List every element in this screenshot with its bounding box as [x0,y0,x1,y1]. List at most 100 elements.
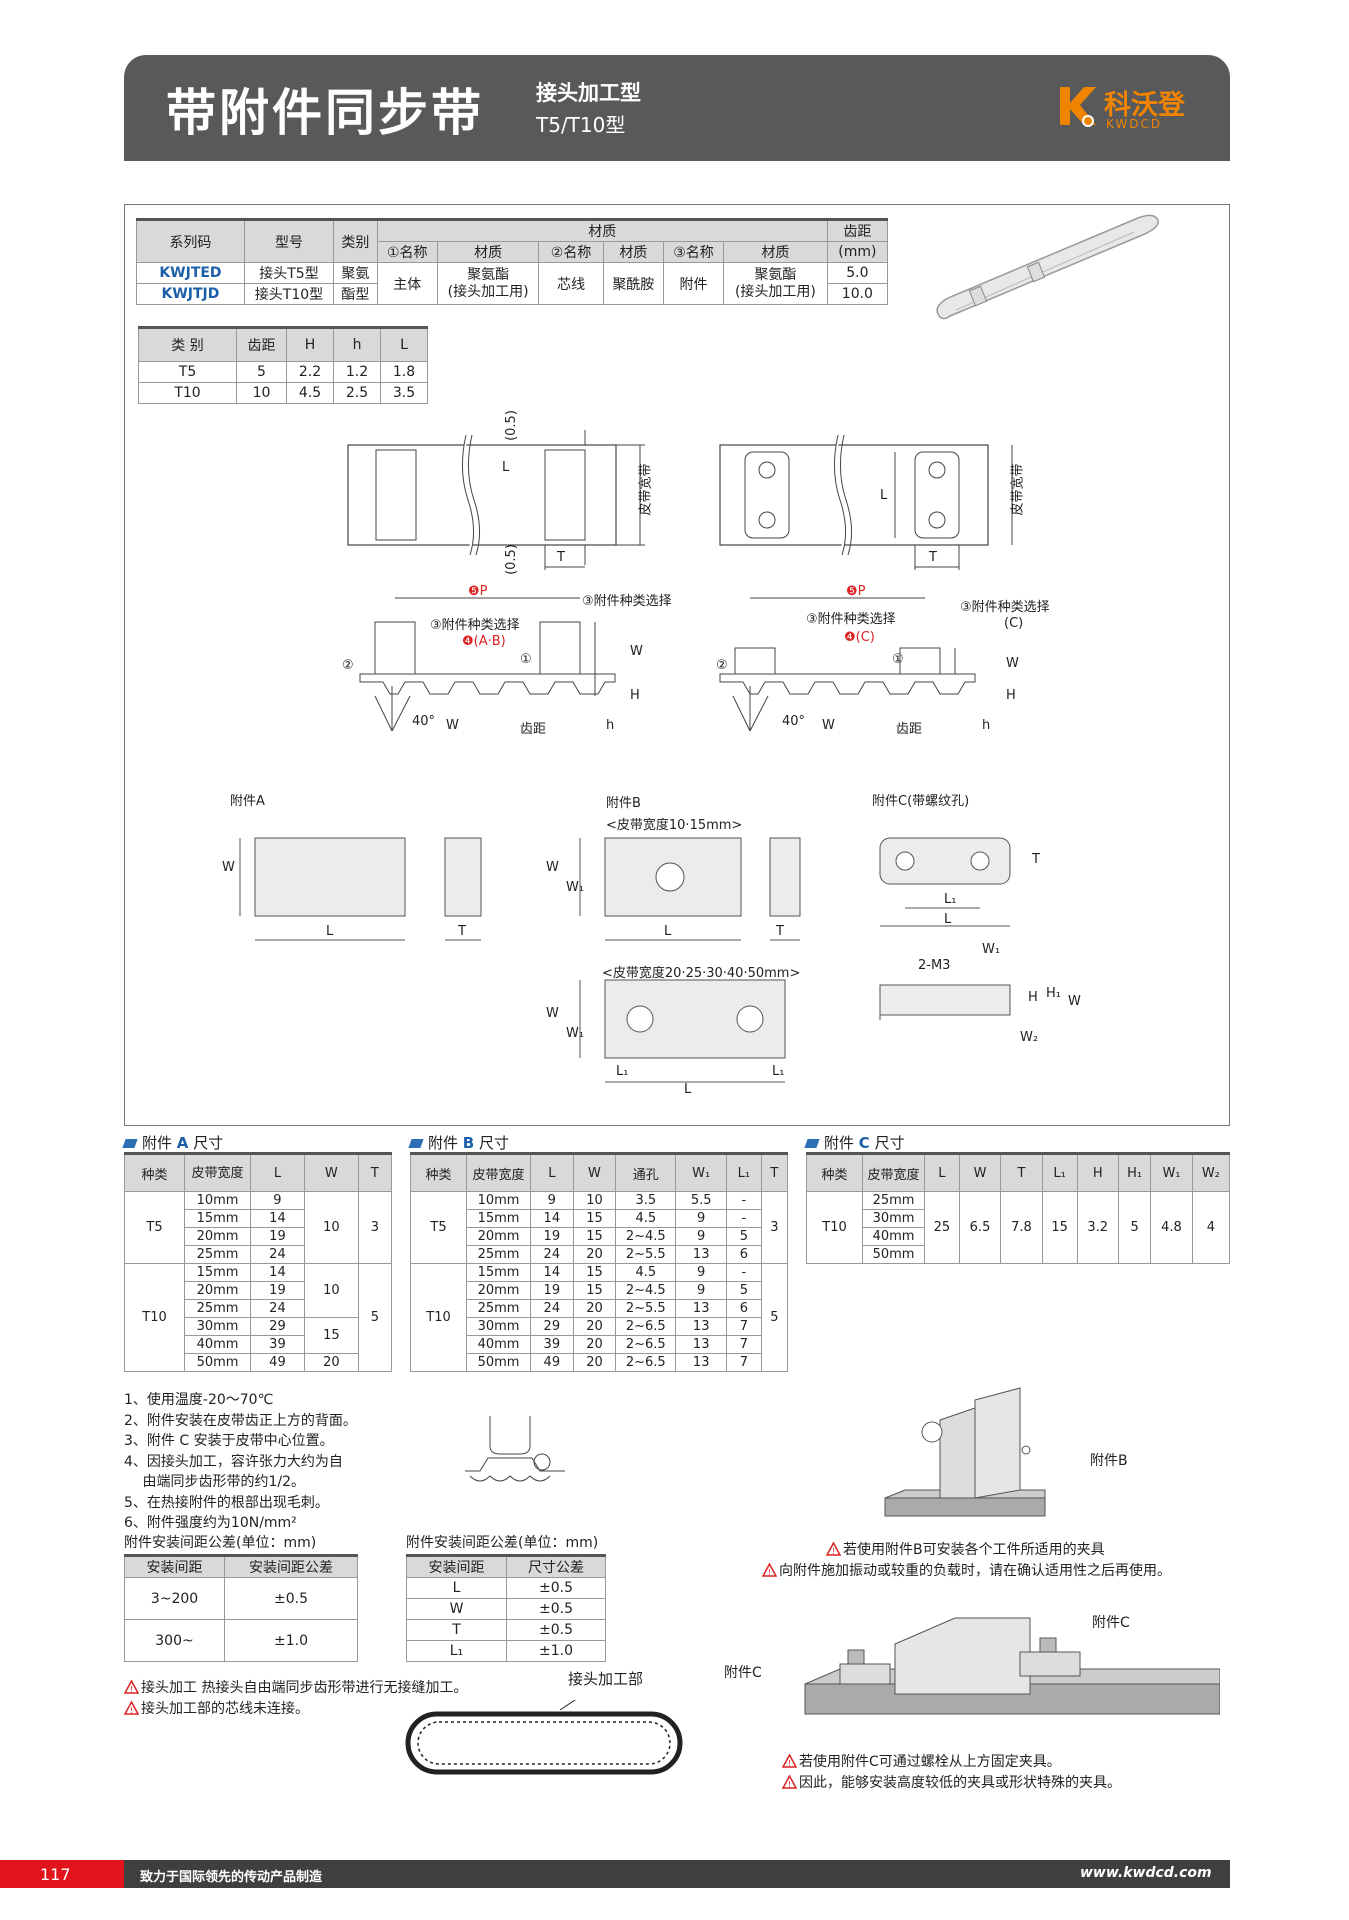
L-cell: 3.5 [380,382,428,404]
th-W: W [303,1153,359,1192]
attach-select-label: ③附件种类选择 [582,594,672,609]
table-cell: 9 [675,1281,728,1300]
table-cell: 4 [1191,1191,1231,1264]
table-cell: 4.5 [615,1209,677,1228]
series-code: KWJTJD [136,283,245,305]
spec-table: 系列码 型号 类别 材质 齿距 ①名称 材质 ②名称 材质 ③名称 材质 (mm… [136,218,889,305]
table-row: 种类 皮带宽度 L W 通孔 W₁ L₁ T [410,1153,789,1192]
table-row: T±0.5 [406,1619,606,1641]
tol2-title: 附件安装间距公差(单位：mm) [406,1535,599,1551]
table-header-cell: L₁ [726,1153,762,1192]
angle-label: 40° [412,714,436,729]
table-cell: 40mm [184,1335,251,1354]
belt-product-image [936,214,1159,320]
attachment-drawings [239,837,1011,1083]
dim-W: W [1068,994,1081,1009]
dim-L: L [502,460,510,475]
table-cell: 15 [303,1317,359,1354]
dim-W: W [1006,656,1019,671]
caution-left: !接头加工 热接头自由端同步齿形带进行无接缝加工。 !接头加工部的芯线未连接。 [124,1678,467,1720]
table-row: KWJTED 接头T5型 聚氨 主体 聚氨酯(接头加工用) 芯线 聚酰胺 附件 … [136,262,889,305]
circle-2-label: ② [716,658,728,673]
table-cell: 2~4.5 [615,1281,677,1300]
table-cell: 4.5 [615,1263,677,1282]
table-cell: ±0.5 [506,1598,606,1620]
belt-top-view-drawings [347,430,1013,570]
table-cell: 13 [675,1317,728,1336]
table-cell: 20 [303,1353,359,1372]
table-cell: 300~ [124,1619,225,1662]
attachment-a-label: 附件A [230,794,265,809]
table-cell: ±0.5 [506,1619,606,1641]
table-cell: 3 [357,1191,393,1264]
table-cell: 7 [726,1353,762,1372]
m1-name: 主体 [376,262,438,305]
table-cell: T5 [410,1191,467,1264]
th-sub-4: 材质 [602,241,664,263]
table-cell: 3.5 [615,1191,677,1210]
footer-website[interactable]: www.kwdcd.com [1080,1865,1212,1881]
table-header-cell: T [1000,1153,1043,1192]
attachment-c-label: 附件C(带螺纹孔) [872,794,970,809]
table-row: KWJTJD 接头T10型 酯型 10.0 [136,283,889,305]
tooth-detail-drawing [465,1416,565,1482]
pitch-cell: 5 [236,361,287,383]
logo-name: 科沃登 [1104,90,1185,121]
H-cell: 2.2 [286,361,334,383]
table-cell: 5.5 [675,1191,728,1210]
table-cell: 14 [530,1263,574,1282]
table-header-cell: 安装间距公差 [224,1555,358,1578]
c-label: ❹(C) [844,630,875,645]
diamond-icon [122,1139,138,1148]
table-cell: 29 [530,1317,574,1336]
table-cell: 6 [726,1245,762,1264]
table-cell: 5 [1117,1191,1152,1264]
table-row: L±0.5 [406,1577,606,1599]
table-cell: L [406,1577,507,1599]
th-belt-width: 皮带宽度 [184,1153,251,1192]
joint-belt-loop-drawing [405,1700,683,1775]
type-cell: T10 [138,382,237,404]
table-row: W±0.5 [406,1598,606,1620]
table-cell: - [726,1263,762,1282]
table-cell: 9 [675,1209,728,1228]
table-row: 安装间距尺寸公差 [406,1555,606,1578]
m3-material: 聚氨酯(接头加工用) [723,262,828,305]
table-cell: 15mm [466,1263,531,1282]
table-cell: 40mm [466,1335,531,1354]
table-row: 种类 皮带宽度 L W T [124,1153,393,1192]
table-cell: 49 [530,1353,574,1372]
belt-side-view-drawings [359,597,976,732]
th-sub-6: 材质 [723,241,828,263]
belt-width-b1: <皮带宽度10·15mm> [606,818,743,833]
dim-H1: H₁ [1046,986,1061,1001]
dim-W: W [546,860,559,875]
usage-notes: 1、使用温度-20～70℃ 2、附件安装在皮带齿正上方的背面。 3、附件 C 安… [124,1392,357,1531]
table-row: 50mm [807,1245,1230,1264]
table-cell: L₁ [406,1640,507,1662]
page-header: 带附件同步带 接头加工型 T5/T10型 科沃登 KWDCD [124,55,1230,161]
table-cell: 15 [572,1209,617,1228]
table-cell: T10 [410,1263,467,1372]
page-title: 带附件同步带 [166,84,484,142]
table-cell: 5 [726,1281,762,1300]
table-cell: 25mm [184,1299,251,1318]
table-cell: T [406,1619,507,1641]
table-cell: 24 [530,1245,574,1264]
table-cell: 50mm [466,1353,531,1372]
svg-text:!: ! [768,1568,771,1577]
dim-W1: W₁ [566,1026,585,1041]
type-cell: 聚氨 [333,262,378,284]
m2-material: 聚酰胺 [602,262,664,305]
table-header-cell: 安装间距 [406,1555,507,1578]
table-cell: 50mm [184,1353,251,1372]
table-cell: 10 [572,1191,617,1210]
dim-W: W [222,860,235,875]
table-cell: 24 [250,1245,305,1264]
table-cell: 3 [760,1191,789,1264]
table-cell: 20mm [466,1281,531,1300]
table-header-cell: W₂ [1191,1153,1231,1192]
